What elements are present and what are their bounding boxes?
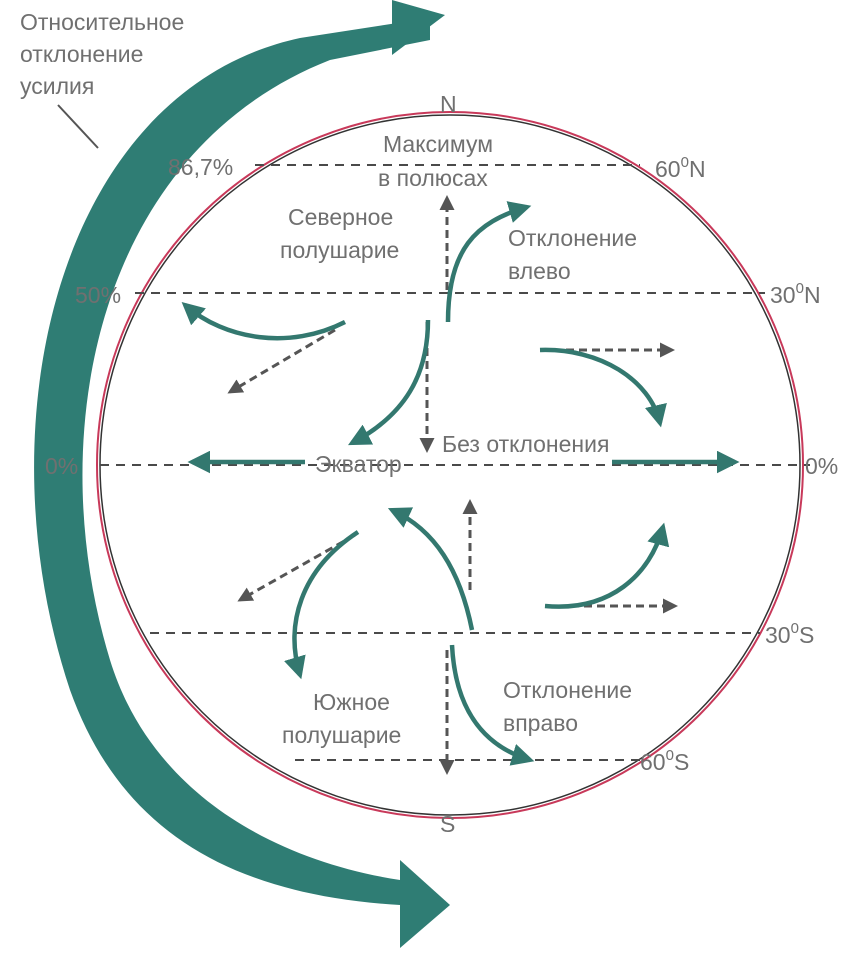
pole-north: N [440, 91, 457, 117]
equator-label: Экватор [315, 451, 402, 477]
lat-label-30n: 300N [770, 280, 821, 308]
label-leader-line [57, 104, 99, 149]
lat-label-60n: 600N [655, 154, 706, 182]
lat-label-60s: 600S [640, 747, 689, 775]
percent-50: 50% [75, 282, 121, 308]
deflect-right-label: Отклонение вправо [503, 677, 638, 736]
south-hemisphere-label: Южное полушарие [282, 689, 401, 748]
big-arrow-head-top [392, 0, 445, 55]
deflect-left-label: Отклонение влево [508, 225, 643, 284]
teal-arrow-nw [181, 302, 347, 341]
big-curved-arrow [34, 18, 430, 905]
lat-label-30s: 300S [765, 620, 814, 648]
teal-arrow-se [544, 522, 670, 609]
teal-arrow-south-center [387, 507, 475, 631]
percent-0-right: 0% [805, 453, 838, 479]
teal-arrow-south-right [449, 644, 535, 766]
pole-south: S [440, 811, 455, 837]
north-hemisphere-label: Северное полушарие [280, 204, 400, 263]
teal-arrow-ne [539, 347, 667, 428]
big-arrow-label: Относительное отклонение усилия [20, 9, 191, 99]
teal-arrow-center-north [348, 319, 431, 446]
big-arrow-head-bottom [400, 860, 450, 948]
percent-0-left: 0% [45, 453, 78, 479]
no-deflection-label: Без отклонения [442, 431, 609, 457]
dash-arrow-sw [237, 533, 356, 602]
maximum-label: Максимум в полюсах [378, 131, 499, 191]
teal-arrow-north-left [445, 201, 532, 323]
teal-arrow-sw-curve [284, 530, 360, 680]
globe-outer [96, 111, 804, 819]
dash-arrow-nw [227, 328, 336, 394]
percent-86-7: 86,7% [168, 154, 233, 180]
